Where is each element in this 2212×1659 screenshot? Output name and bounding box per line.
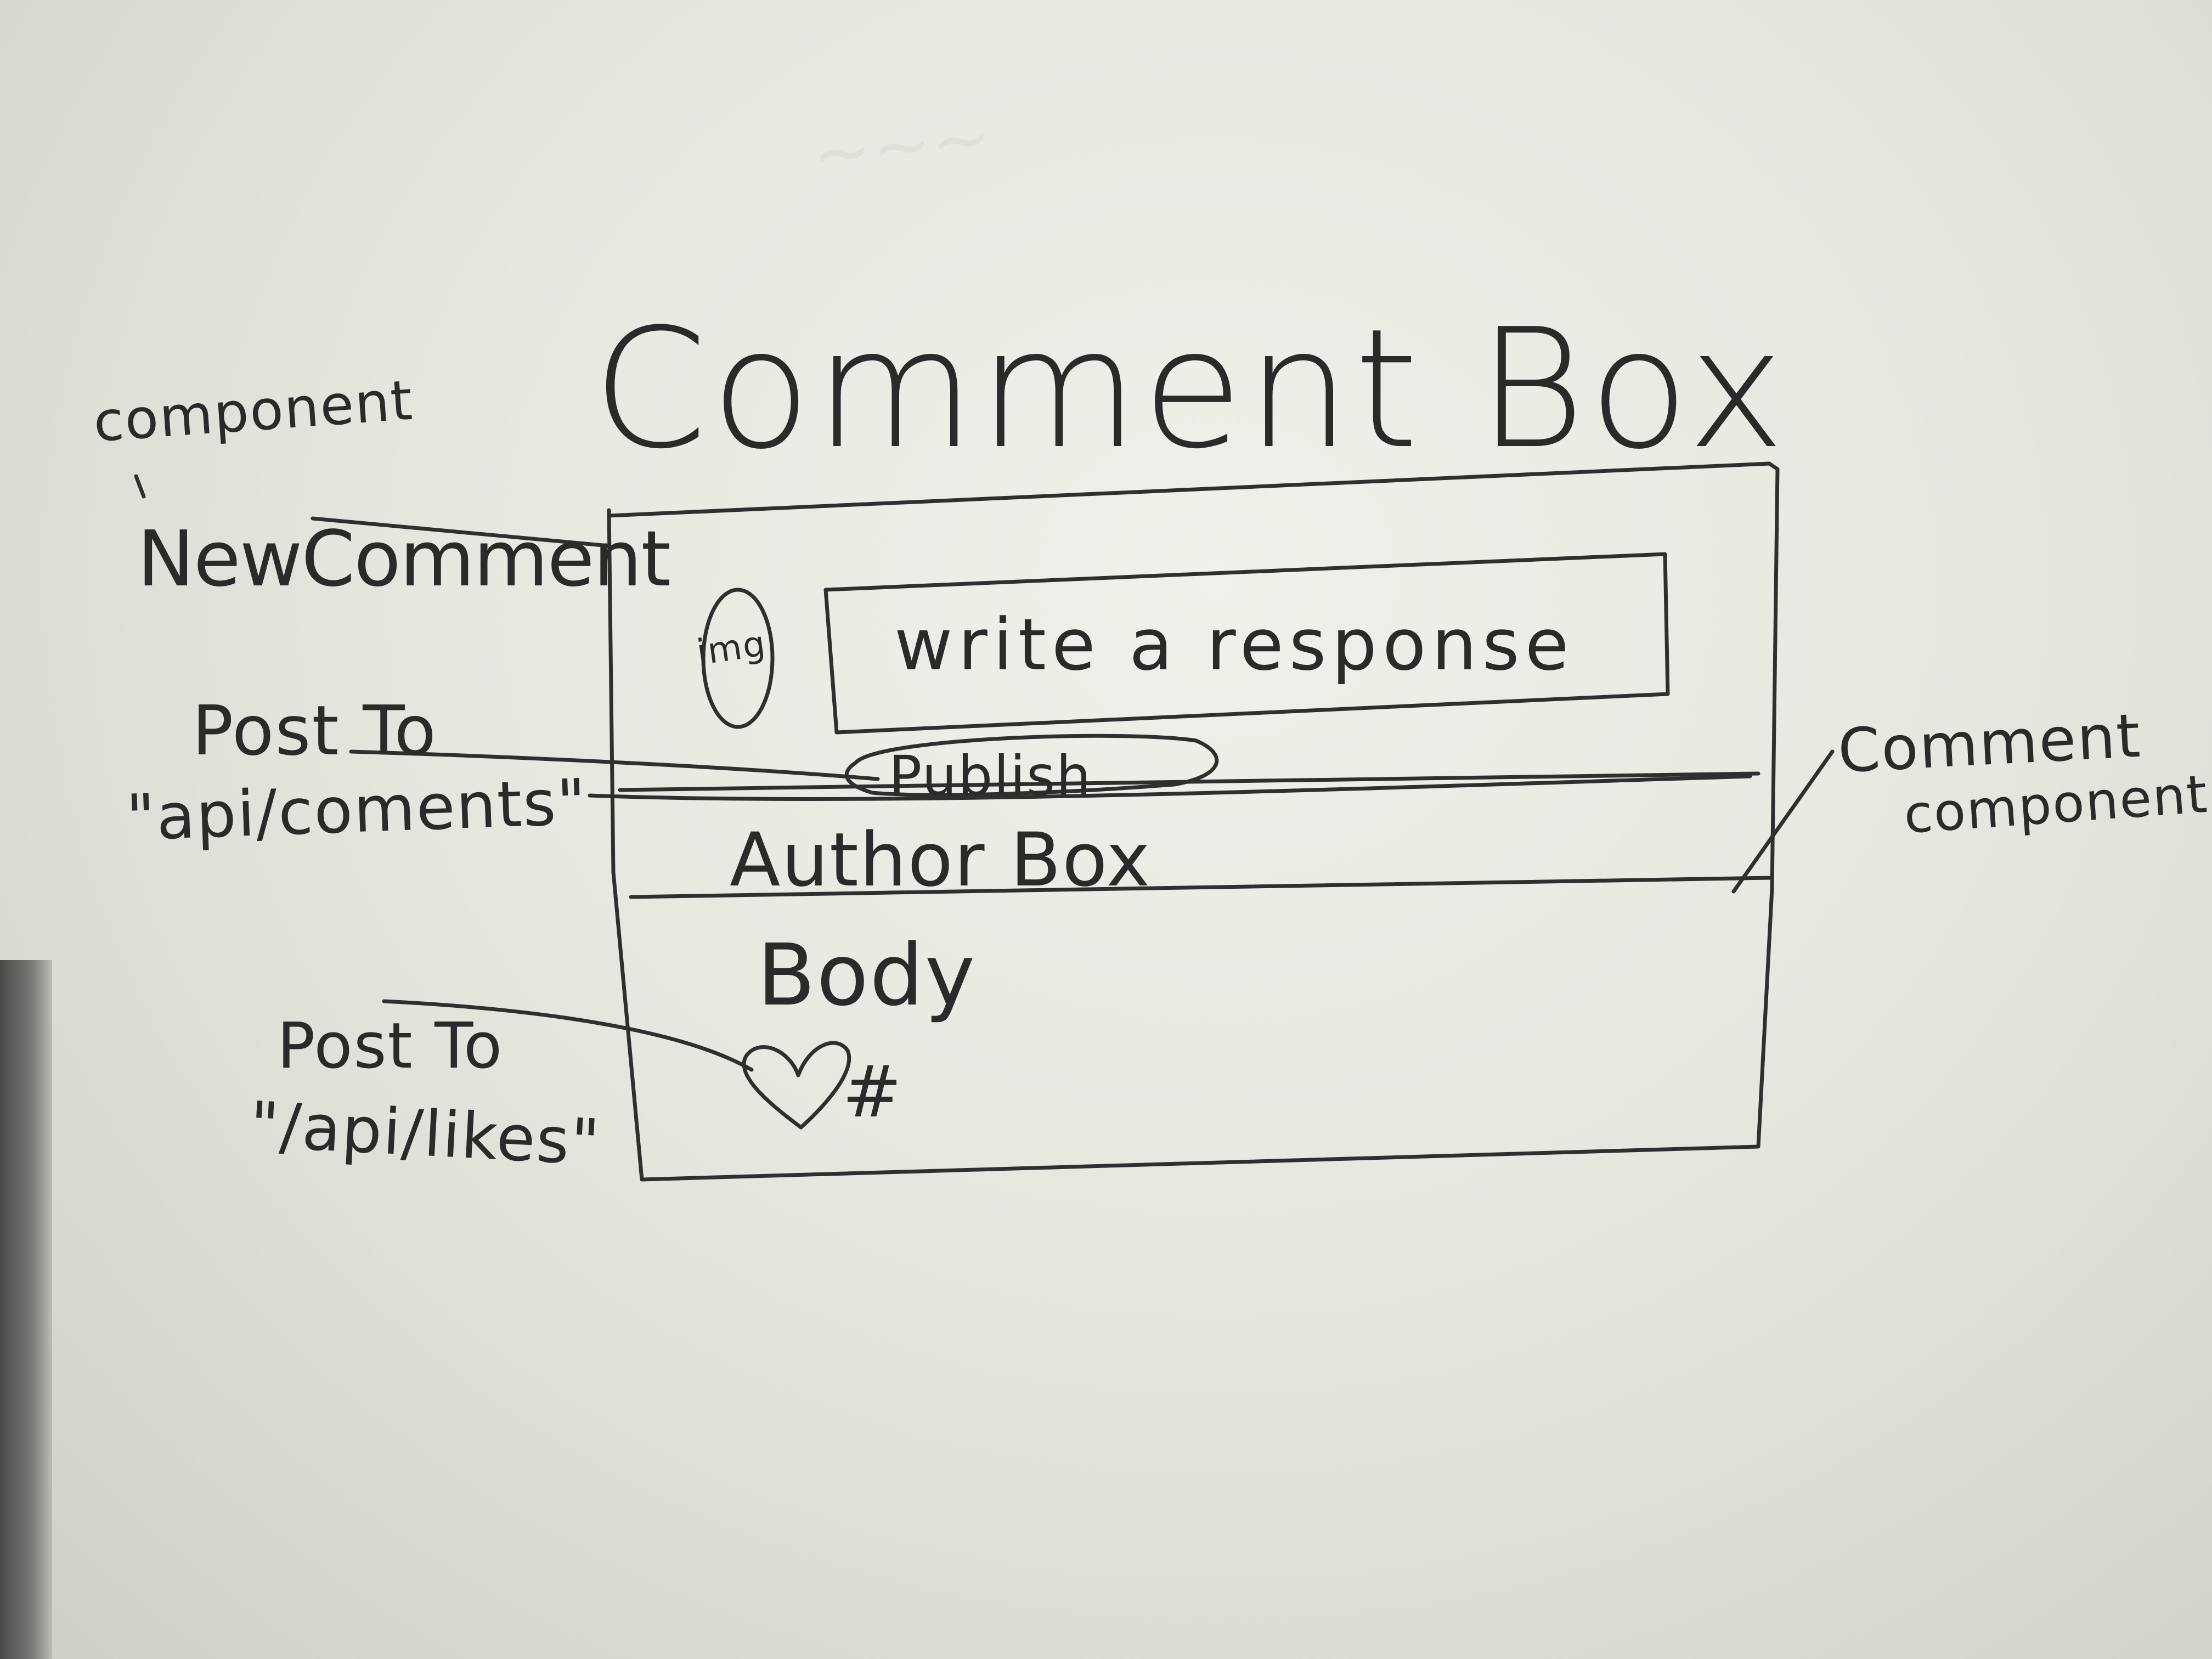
diagram-title: Comment Box (592, 294, 1788, 485)
response-input-placeholder: write a response (894, 603, 1575, 686)
comment-component-leader-line (1731, 749, 1835, 894)
newcomment-annotation: NewComment (137, 515, 671, 604)
post-to-comments-annotation: Post To (192, 691, 437, 771)
avatar-outline (701, 588, 775, 729)
comment-top-divider (588, 774, 1752, 802)
author-body-divider (629, 876, 1774, 899)
like-count-label: # (842, 1050, 903, 1133)
likes-endpoint-annotation: "/api/likes" (247, 1088, 602, 1180)
component-tick (134, 474, 146, 499)
body-label: Body (757, 926, 977, 1025)
avatar-image-placeholder: img (694, 623, 769, 674)
comment-box-outline (607, 461, 1780, 1182)
post-to-likes-annotation: Post To (277, 1009, 504, 1083)
newcomment-leader-line (311, 516, 611, 548)
comment-annotation: Comment (1836, 700, 2143, 787)
author-box-label: Author Box (730, 817, 1152, 903)
publish-button-outline (844, 733, 1219, 797)
post-likes-leader-line (382, 999, 754, 1072)
response-input-outline (823, 552, 1670, 735)
post-comments-leader-line (349, 749, 880, 781)
comments-endpoint-annotation: "api/coments" (125, 765, 589, 855)
heart-icon (742, 1041, 851, 1130)
publish-button-label: Publish (889, 744, 1092, 808)
whiteboard-frame-edge (0, 960, 52, 1659)
